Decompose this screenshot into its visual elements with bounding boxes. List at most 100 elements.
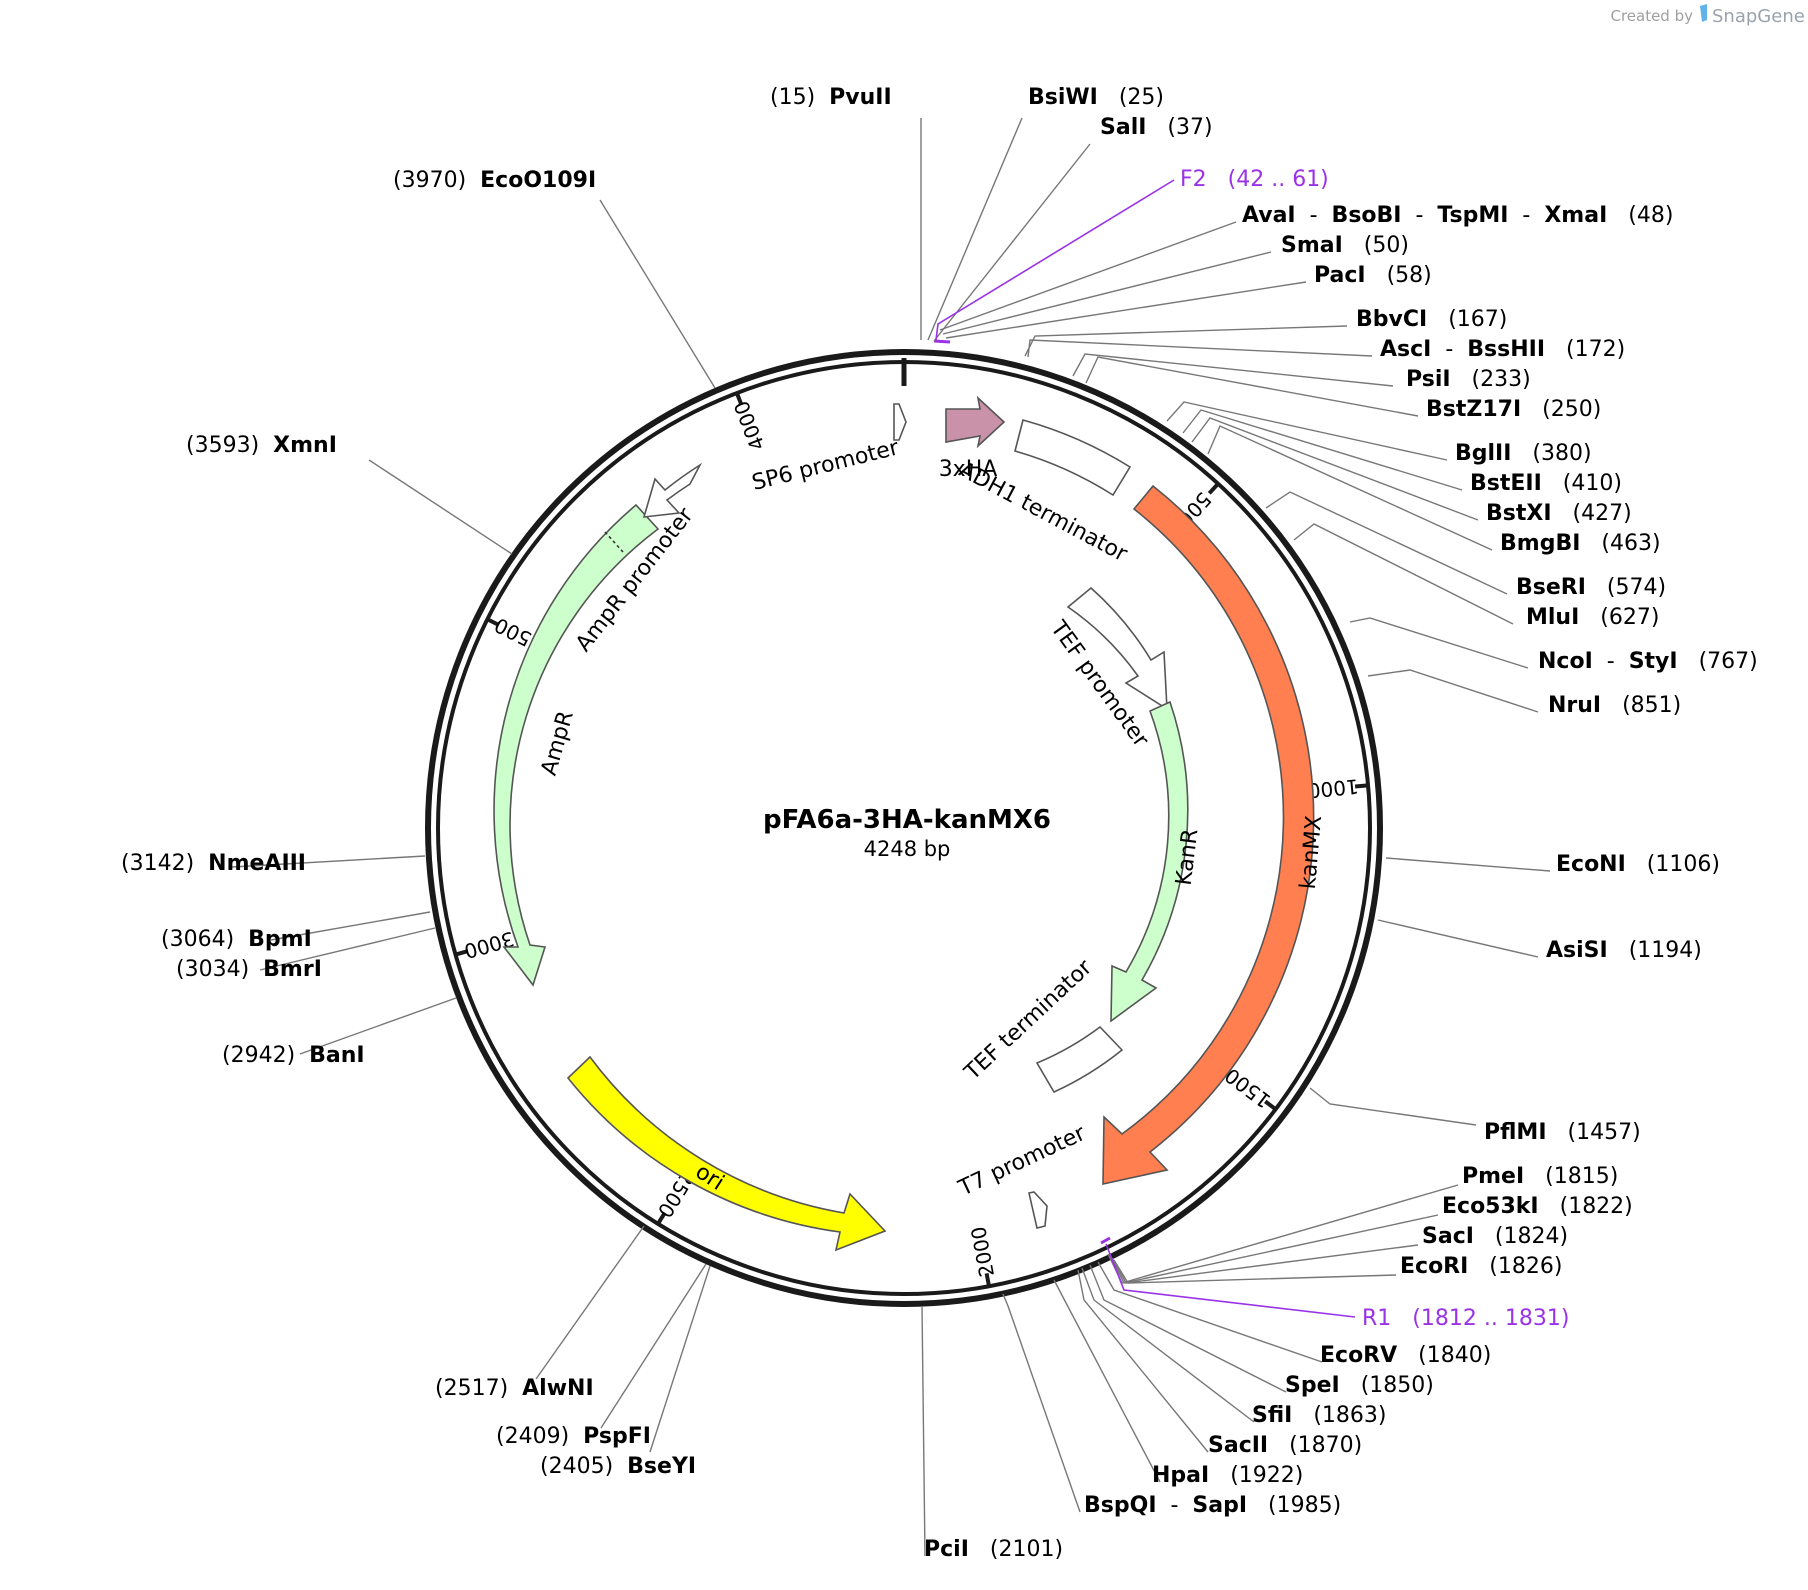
site-position: (250): [1542, 397, 1601, 422]
feature-label-kanmx: kanMX: [1296, 815, 1327, 891]
leader-psii: [1072, 353, 1394, 387]
site-psii[interactable]: PsiI (233): [1406, 367, 1531, 392]
site-pflmi[interactable]: PflMI (1457): [1484, 1120, 1641, 1145]
site-bspqi[interactable]: BspQI - SapI (1985): [1084, 1493, 1341, 1518]
site-bsteii[interactable]: BstEII (410): [1470, 471, 1622, 496]
site-saci[interactable]: SacI (1824): [1422, 1224, 1568, 1249]
site-bsiwi[interactable]: BsiWI (25): [1028, 85, 1164, 110]
leader-spei: [1089, 1264, 1287, 1393]
primer-arc-f2[interactable]: [933, 339, 951, 344]
site-bani[interactable]: (2942) BanI: [222, 1043, 365, 1068]
site-position: (25): [1119, 85, 1164, 110]
site-name: NruI: [1548, 693, 1601, 718]
site-bseri[interactable]: BseRI (574): [1516, 575, 1666, 600]
site-ecoo109i[interactable]: (3970) EcoO109I: [393, 168, 596, 193]
leader-bglii: [1166, 401, 1448, 461]
site-name: PacI: [1314, 263, 1366, 288]
site-bmri[interactable]: (3034) BmrI: [176, 957, 322, 982]
site-name: HpaI: [1152, 1463, 1209, 1488]
tick-2000: [984, 1273, 991, 1287]
feature-kanr[interactable]: KanR: [1110, 700, 1203, 1023]
site-position: (1922): [1230, 1463, 1303, 1488]
leader-sacii: [1077, 1269, 1209, 1453]
site-asisi[interactable]: AsiSI (1194): [1546, 938, 1702, 963]
site-nrui[interactable]: NruI (851): [1548, 693, 1681, 718]
site-position: (1457): [1568, 1120, 1641, 1145]
site-name: BstZ17I: [1426, 397, 1521, 422]
site-avai[interactable]: AvaI - BsoBI - TspMI - XmaI (48): [1242, 203, 1673, 228]
site-paci[interactable]: PacI (58): [1314, 263, 1432, 288]
tick-2500: [656, 1211, 667, 1225]
site-alwni[interactable]: (2517) AlwNI: [435, 1376, 594, 1401]
site-sali[interactable]: SalI (37): [1100, 115, 1213, 140]
restriction-site-labels: (15) PvuII BsiWI (25) SalI (37) AvaI - BsoB…: [121, 85, 1758, 1562]
site-bstz17i[interactable]: BstZ17I (250): [1426, 397, 1601, 422]
leader-sfii: [1081, 1267, 1255, 1423]
site-position: (574): [1607, 575, 1666, 600]
site-name: EcoO109I: [480, 168, 596, 193]
site-bpmi[interactable]: (3064) BpmI: [161, 927, 312, 952]
site-sfii[interactable]: SfiI (1863): [1252, 1403, 1386, 1428]
feature-ori[interactable]: ori: [566, 1055, 887, 1252]
site-bglii[interactable]: BglII (380): [1455, 441, 1592, 466]
site-pcii[interactable]: PciI (2101): [924, 1537, 1063, 1562]
site-pmei[interactable]: PmeI (1815): [1462, 1164, 1618, 1189]
site-bstxi[interactable]: BstXI (427): [1486, 501, 1632, 526]
leader-sali: [933, 143, 1091, 342]
leader-bseyi: [649, 1265, 711, 1453]
leader-bspqi: [1002, 1293, 1081, 1513]
site-spei[interactable]: SpeI (1850): [1285, 1373, 1434, 1398]
site-position: (1863): [1313, 1403, 1386, 1428]
feature-label-t7-promoter: T7 promoter: [954, 1121, 1090, 1202]
site-asci[interactable]: AscI - BssHII (172): [1380, 337, 1625, 362]
leader-bstz17i: [1085, 356, 1419, 417]
primer-name: R1: [1362, 1306, 1391, 1331]
site-econi[interactable]: EcoNI (1106): [1556, 852, 1720, 877]
primer-f2[interactable]: F2 (42 .. 61): [1180, 167, 1329, 192]
leader-bani: [299, 997, 457, 1055]
site-bseyi[interactable]: (2405) BseYI: [540, 1454, 696, 1479]
site-position: (1824): [1495, 1224, 1568, 1249]
site-eco53ki[interactable]: Eco53kI (1822): [1442, 1194, 1633, 1219]
site-name: PciI: [924, 1537, 969, 1562]
site-ecorv[interactable]: EcoRV (1840): [1320, 1343, 1491, 1368]
feature-tef-terminator[interactable]: TEF terminator: [959, 955, 1124, 1094]
leader-asci: [1027, 339, 1373, 358]
site-name: SmaI: [1281, 233, 1343, 258]
site-smai[interactable]: SmaI (50): [1281, 233, 1409, 258]
site-bmgbi[interactable]: BmgBI (463): [1500, 531, 1661, 556]
site-sacii[interactable]: SacII (1870): [1208, 1433, 1362, 1458]
site-position: (2517): [435, 1376, 508, 1401]
plasmid-name: pFA6a-3HA-kanMX6: [763, 805, 1051, 835]
site-position: (410): [1563, 471, 1622, 496]
site-mlui[interactable]: MluI (627): [1526, 605, 1659, 630]
site-ecori[interactable]: EcoRI (1826): [1400, 1254, 1562, 1279]
tick-label-1000: 1000: [1307, 774, 1360, 803]
site-position: (1850): [1361, 1373, 1434, 1398]
primer-r1[interactable]: R1 (1812 .. 1831): [1362, 1306, 1569, 1331]
feature-t7-promoter[interactable]: T7 promoter: [954, 1121, 1090, 1229]
feature-3xha[interactable]: 3xHA: [939, 395, 1006, 482]
feature-tef-promoter[interactable]: TEF promoter: [1045, 586, 1168, 753]
feature-sp6-promoter[interactable]: SP6 promoter: [749, 403, 907, 496]
leader-pflmi: [1309, 1087, 1477, 1126]
site-ncoi[interactable]: NcoI - StyI (767): [1538, 649, 1758, 674]
primer-arc-r1[interactable]: [1100, 1236, 1111, 1245]
leader-ecoo109i: [599, 199, 716, 389]
leader-r1: [1105, 1243, 1356, 1318]
site-position: (3970): [393, 168, 466, 193]
primer-arcs: [933, 339, 1111, 1245]
site-nmeaiii[interactable]: (3142) NmeAIII: [121, 851, 306, 876]
credit[interactable]: Created by SnapGene: [1610, 4, 1805, 27]
site-position: (1870): [1289, 1433, 1362, 1458]
site-pspfi[interactable]: (2409) PspFI: [496, 1424, 651, 1449]
site-xmni[interactable]: (3593) XmnI: [186, 433, 337, 458]
feature-kanmx[interactable]: kanMX: [1102, 484, 1327, 1185]
site-position: (2942): [222, 1043, 295, 1068]
site-position: (15): [770, 85, 815, 110]
site-pvuii[interactable]: (15) PvuII: [770, 85, 892, 110]
site-hpai[interactable]: HpaI (1922): [1152, 1463, 1303, 1488]
site-name: AsiSI: [1546, 938, 1608, 963]
site-bbvci[interactable]: BbvCI (167): [1356, 307, 1507, 332]
